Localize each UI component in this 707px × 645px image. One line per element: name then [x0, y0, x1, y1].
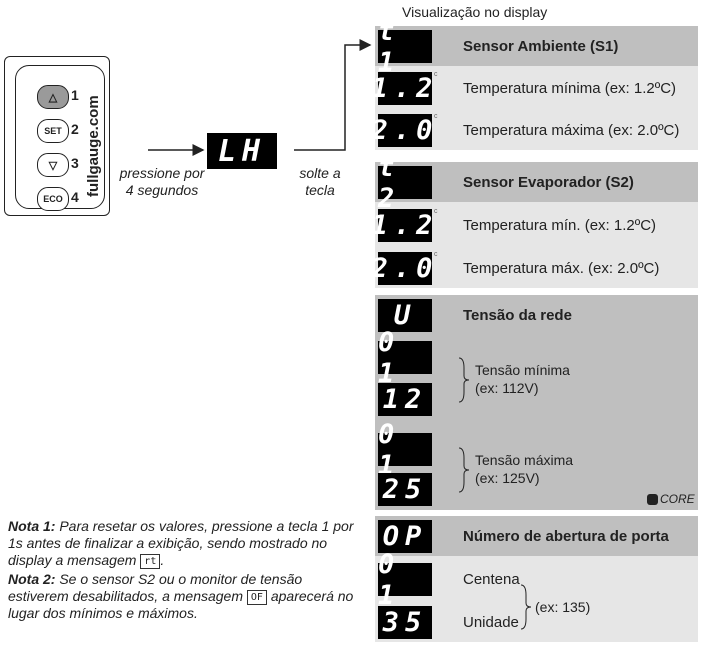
s2-code-display: t 2	[378, 152, 432, 214]
s1-min-label: Temperatura mínima (ex: 1.2ºC)	[463, 79, 677, 97]
key-2-number: 2	[71, 121, 79, 137]
voltage-max-label: Tensão máxima (ex: 125V)	[475, 452, 574, 486]
s2-title: Sensor Evaporador (S2)	[463, 173, 634, 191]
door-brace	[520, 584, 532, 630]
section-sensor-s1: t 1 Sensor Ambiente (S1) 1.2 c Temperatu…	[371, 16, 698, 150]
celsius-icon: c	[434, 208, 438, 215]
door-hundreds-row: 0 1 Centena	[375, 549, 698, 611]
voltage-min-display1: 0 1	[378, 327, 432, 389]
section-door: OP Número de abertura de porta 0 1 Cente…	[375, 516, 698, 642]
s1-title: Sensor Ambiente (S1)	[463, 37, 619, 55]
key-up[interactable]: △	[37, 85, 69, 109]
key-4-number: 4	[71, 189, 79, 205]
voltage-min-row2: 12	[375, 379, 698, 419]
voltage-min-row1: 0 1	[375, 327, 698, 389]
s2-max-display: 2.0	[371, 252, 439, 285]
off-code: OF	[246, 589, 267, 605]
door-hundreds-label: Centena	[463, 570, 520, 588]
s1-min-display: 1.2	[371, 72, 439, 105]
s1-max-row: 2.0 c Temperatura máxima (ex: 2.0ºC)	[371, 110, 698, 150]
voltage-max-display1: 0 1	[378, 419, 432, 481]
key-down[interactable]: ▽	[37, 153, 69, 177]
voltage-min-label: Tensão mínima (ex: 112V)	[475, 362, 570, 396]
voltage-min-display2: 12	[378, 383, 432, 416]
door-code-display: OP	[378, 520, 432, 553]
center-display: LH	[207, 133, 277, 169]
s1-max-label: Temperatura máxima (ex: 2.0ºC)	[463, 121, 680, 139]
note-1: Nota 1: Para resetar os valores, pressio…	[8, 518, 354, 569]
celsius-icon: c	[434, 113, 438, 120]
door-title: Número de abertura de porta	[463, 527, 669, 545]
display-visualization-title: Visualização no display	[402, 4, 548, 20]
key-1-number: 1	[71, 87, 79, 103]
door-header-row: OP Número de abertura de porta	[375, 516, 698, 556]
voltage-title: Tensão da rede	[463, 306, 572, 324]
door-units-label: Unidade	[463, 613, 519, 631]
s1-header-row: t 1 Sensor Ambiente (S1)	[375, 16, 698, 78]
door-units-display: 35	[378, 606, 432, 639]
arrow-to-panel	[294, 39, 372, 151]
note-2: Nota 2: Se o sensor S2 ou o monitor de t…	[8, 571, 354, 621]
voltage-max-row2: 25	[375, 469, 698, 509]
s1-min-row: 1.2 c Temperatura mínima (ex: 1.2ºC)	[371, 68, 698, 108]
release-instruction: solte a tecla	[299, 165, 341, 198]
celsius-icon: c	[434, 71, 438, 78]
s2-min-label: Temperatura mín. (ex: 1.2ºC)	[463, 216, 657, 234]
section-sensor-s2: t 2 Sensor Evaporador (S2) 1.2 c Tempera…	[371, 152, 698, 288]
voltage-min-brace	[458, 357, 470, 403]
s1-code-display: t 1	[378, 16, 432, 78]
door-example: (ex: 135)	[535, 599, 591, 615]
celsius-icon: c	[434, 251, 438, 258]
s2-max-row: 2.0 c Temperatura máx. (ex: 2.0ºC)	[371, 248, 698, 288]
s1-max-display: 2.0	[371, 114, 439, 147]
door-units-row: 35 Unidade	[375, 602, 698, 642]
controller-device: △ 1 SET 2 ▽ 3 ECO 4 fullgauge.com	[4, 56, 110, 216]
voltage-max-display2: 25	[378, 473, 432, 506]
key-3-number: 3	[71, 155, 79, 171]
key-eco[interactable]: ECO	[37, 187, 69, 211]
core-logo-icon	[647, 493, 658, 505]
door-hundreds-display: 0 1	[378, 549, 432, 611]
key-set[interactable]: SET	[37, 119, 69, 143]
s2-min-row: 1.2 c Temperatura mín. (ex: 1.2ºC)	[371, 205, 698, 245]
voltage-max-brace	[458, 447, 470, 493]
s2-header-row: t 2 Sensor Evaporador (S2)	[375, 152, 698, 214]
core-badge: CORE	[647, 492, 695, 506]
s2-max-label: Temperatura máx. (ex: 2.0ºC)	[463, 259, 660, 277]
press-instruction: pressione por 4 segundos	[119, 165, 205, 198]
voltage-code-display: U	[378, 299, 432, 332]
reset-code: rt	[140, 553, 161, 569]
section-voltage: U Tensão da rede 0 1 12 Tensão mínima (e…	[375, 295, 698, 510]
s2-min-display: 1.2	[371, 209, 439, 242]
voltage-header-row: U Tensão da rede	[375, 295, 698, 335]
